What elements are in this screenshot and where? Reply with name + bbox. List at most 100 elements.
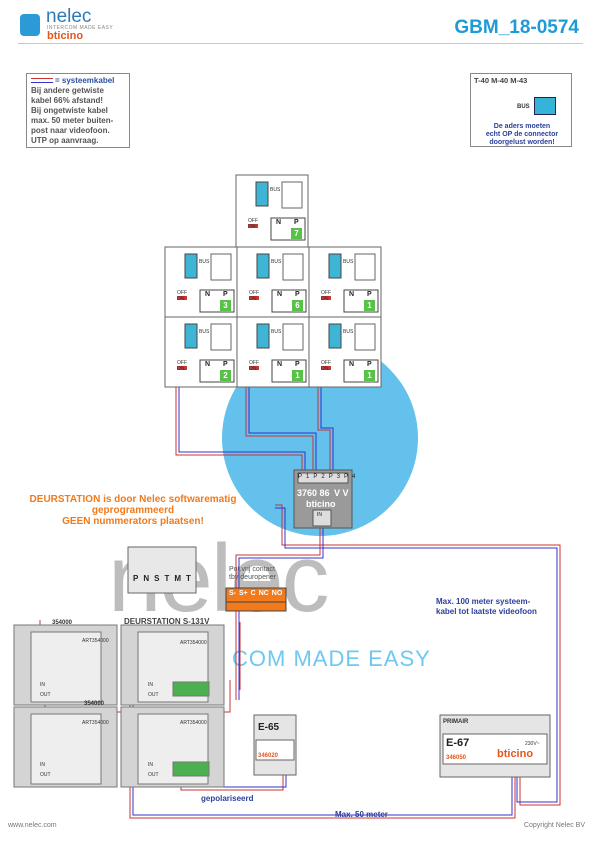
bus-terminal-icon	[328, 253, 342, 279]
cable-note-line: kabel 66% afstand!	[31, 96, 104, 105]
max100-line: Max. 100 meter systeem-	[436, 597, 531, 606]
door-note-line: GEEN nummerators plaatsen!	[62, 516, 204, 527]
keypad-label: S	[154, 574, 165, 583]
cable-dist-ds-red	[235, 528, 321, 700]
monitor-switch-label: OFF ON	[249, 360, 259, 372]
distributor-brand: bticino	[306, 499, 336, 509]
bus-note: T-40 M-40 M-43 BUS De aders moeten echt …	[470, 73, 572, 147]
monitor-p-label: P	[295, 291, 300, 298]
bus-warning-line: echt OP de connector	[485, 131, 559, 138]
cable-note: = systeemkabel Bij andere getwiste kabel…	[26, 73, 130, 148]
document-id: GBM_18-0574	[454, 17, 579, 38]
e67-sub: 230V~	[525, 741, 540, 747]
monitor-p-label: P	[223, 361, 228, 368]
monitor-bus-label: BUS	[271, 259, 282, 265]
e67-brand: bticino	[497, 748, 534, 760]
relay-title: Pot.vrij contact tbv deuropener	[229, 566, 276, 582]
monitor-switch-label: OFF ON	[177, 290, 187, 302]
monitor-number: 6	[292, 300, 303, 311]
watermark-tagline: COM MADE EASY	[232, 646, 431, 671]
monitor-n-label: N	[276, 219, 282, 226]
videophone-icon	[282, 253, 304, 281]
dip-switch-icon	[249, 296, 259, 300]
relay-terminal-label: S-	[229, 590, 236, 597]
door-station-code: 354000	[84, 701, 105, 707]
distributor-ports: P1P2P3P4	[298, 474, 359, 480]
door-station-code: 354000	[52, 620, 73, 626]
cable-note-line: max. 50 meter buiten-	[31, 116, 114, 125]
port-label: P2	[313, 474, 329, 480]
door-station-title: DEURSTATION S-131V	[124, 617, 210, 626]
monitor-number: 7	[291, 228, 302, 239]
videophone-icon	[210, 323, 232, 351]
relay-terminal-label: NC	[258, 590, 269, 597]
monitor-n-label: N	[277, 291, 283, 298]
cable-left-blue	[178, 385, 306, 470]
distributor-vv: V V	[334, 488, 349, 498]
cable-mid-red	[245, 385, 314, 470]
port-label: P1	[298, 474, 314, 480]
monitor-number: 1	[292, 370, 303, 381]
ds-in: IN	[40, 762, 45, 768]
relay-terminal-label: S+	[238, 590, 248, 597]
dip-switch-icon	[177, 366, 187, 370]
ds-art: ART354000	[82, 638, 109, 644]
monitor-number: 3	[220, 300, 231, 311]
max100-label: Max. 100 meter systeem- kabel tot laatst…	[436, 597, 556, 617]
videophone-icon	[210, 253, 232, 281]
bus-terminal-icon	[184, 323, 198, 349]
brand-name: nelec	[46, 6, 92, 27]
cable-note-line: Bij andere getwiste	[31, 86, 104, 95]
dip-switch-icon	[249, 366, 259, 370]
system-cable-legend-icon	[31, 78, 53, 84]
ds-out: OUT	[148, 772, 159, 778]
cable-to-e67-blue	[275, 507, 558, 803]
dip-switch-icon	[321, 296, 331, 300]
distributor-model: 3760 86	[297, 488, 330, 498]
e67-primair: PRIMAIR	[443, 719, 469, 725]
monitor-switch-label: OFF ON	[321, 290, 331, 302]
relay-terminals: S- S+ C NC NO	[229, 590, 282, 597]
videophone-icon	[282, 323, 304, 351]
footer-website: www.nelec.com	[8, 822, 57, 829]
monitor-switch-label: OFF ON	[177, 360, 187, 372]
ds-out: OUT	[40, 772, 51, 778]
monitor-number: 1	[364, 300, 375, 311]
keypad-label: TM	[164, 574, 187, 583]
keypad-label: N	[143, 574, 155, 583]
cable-note-line: post naar videofoon.	[31, 126, 110, 135]
door-note-line: geprogrammeerd	[91, 505, 175, 516]
dip-switch-icon	[321, 366, 331, 370]
monitor-bus-label: BUS	[343, 329, 354, 335]
monitor-bus-label: BUS	[199, 259, 210, 265]
bus-terminal-icon	[328, 323, 342, 349]
keypad-label: P	[133, 574, 144, 583]
dip-switch-icon	[177, 296, 187, 300]
monitor-p-label: P	[367, 291, 372, 298]
cable-left-red	[175, 385, 303, 470]
monitor-number: 2	[220, 370, 231, 381]
monitor-n-label: N	[205, 361, 211, 368]
monitor-n-label: N	[349, 361, 355, 368]
bus-terminal-icon	[184, 253, 198, 279]
ds-art: ART354000	[180, 720, 207, 726]
e65-name: E-65	[258, 722, 280, 733]
monitor-n-label: N	[277, 361, 283, 368]
relay-title-line: Pot.vrij contact	[229, 566, 275, 573]
cable-note-line: Bij ongetwiste kabel	[31, 106, 108, 115]
port-label: P4	[344, 474, 360, 480]
ds-out: OUT	[40, 692, 51, 698]
ds-in: IN	[40, 682, 45, 688]
door-station	[13, 624, 225, 788]
ds-in: IN	[148, 762, 153, 768]
videophone-icon	[281, 181, 303, 209]
nelec-logo-icon	[20, 14, 40, 36]
dip-switch-icon	[248, 224, 258, 228]
monitor-p-label: P	[294, 219, 299, 226]
partner-logo: bticino	[47, 30, 84, 42]
max50-label: Max. 50 meter	[335, 810, 388, 819]
keypad-label: T	[186, 574, 196, 583]
monitor-n-label: N	[205, 291, 211, 298]
monitor-bus-label: BUS	[270, 187, 281, 193]
ds-art: ART354000	[180, 640, 207, 646]
